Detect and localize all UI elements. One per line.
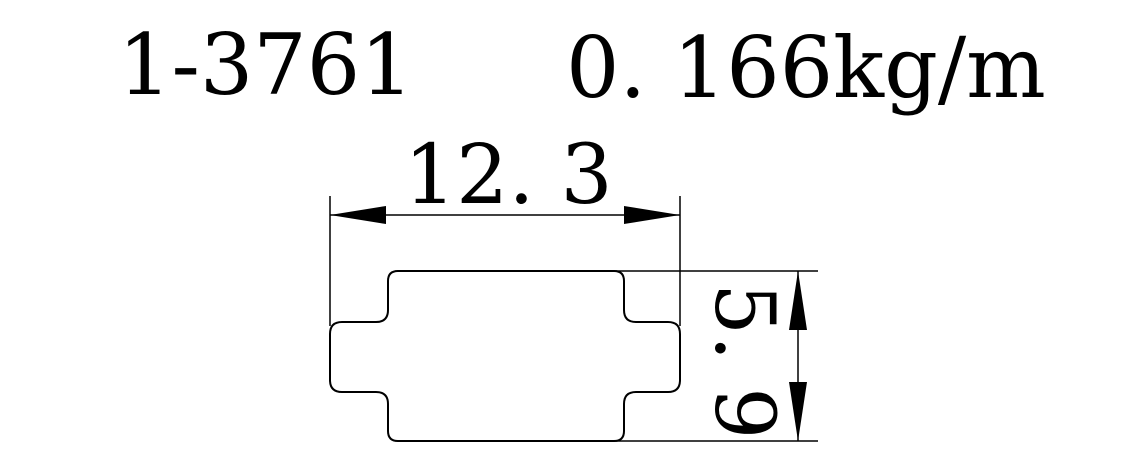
height-dimension-label: 5. 9 [696, 283, 791, 439]
height-arrow-bottom [789, 382, 807, 441]
profile-outline [329, 270, 681, 442]
width-arrow-left [330, 206, 386, 224]
width-arrow-right [624, 206, 680, 224]
part-number-label: 1-3761 [118, 16, 414, 114]
height-arrow-top [789, 271, 807, 330]
width-dimension-label: 12. 3 [404, 128, 613, 223]
weight-label: 0. 166kg/m [566, 19, 1046, 117]
